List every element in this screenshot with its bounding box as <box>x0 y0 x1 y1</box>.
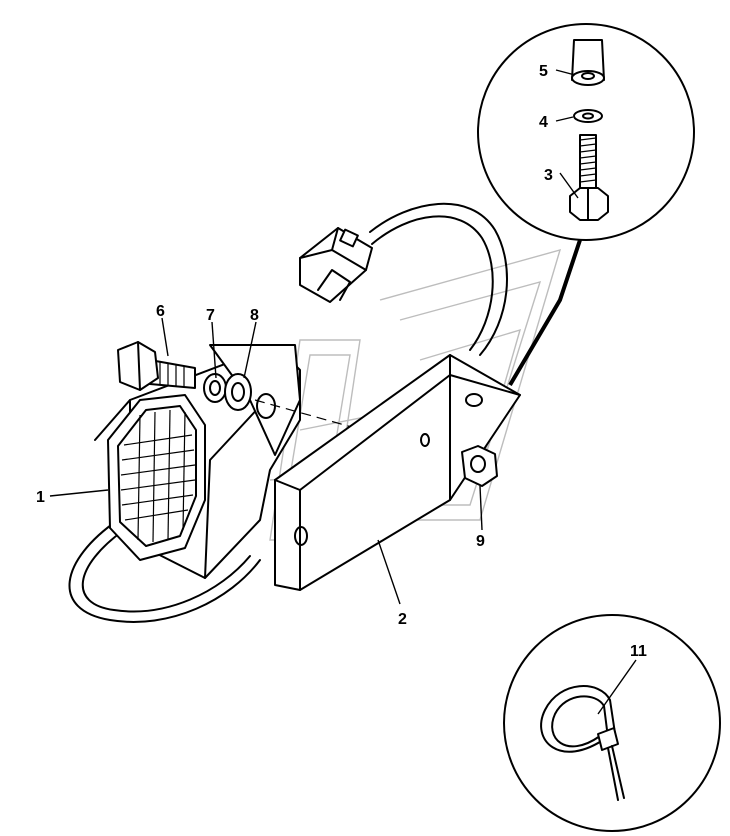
assembly-centerline <box>254 399 471 461</box>
detail-circle-fasteners <box>477 23 695 241</box>
callout-2: 2 <box>398 611 407 628</box>
washer-7 <box>203 373 227 403</box>
callout-1: 1 <box>36 489 45 506</box>
washer-8 <box>224 373 252 411</box>
callout-5: 5 <box>539 63 548 80</box>
detail-leader <box>508 239 582 387</box>
bolt-6 <box>117 341 196 391</box>
harness-cable <box>369 202 508 356</box>
nut-9 <box>461 445 498 487</box>
leader-lines <box>49 69 637 715</box>
alarm-cable <box>68 519 261 623</box>
callout-7: 7 <box>206 307 215 324</box>
callout-4: 4 <box>539 114 548 131</box>
connector <box>299 227 373 303</box>
callout-3: 3 <box>544 167 553 184</box>
callout-8: 8 <box>250 307 259 324</box>
callout-6: 6 <box>156 303 165 320</box>
detail-circle-cable-tie <box>503 614 721 832</box>
reverse-alarm <box>94 344 301 579</box>
callout-labels: 1 2 3 4 5 6 7 8 9 11 <box>36 63 647 660</box>
callout-9: 9 <box>476 533 485 550</box>
bracket-2 <box>274 354 521 591</box>
callout-11: 11 <box>630 643 647 660</box>
